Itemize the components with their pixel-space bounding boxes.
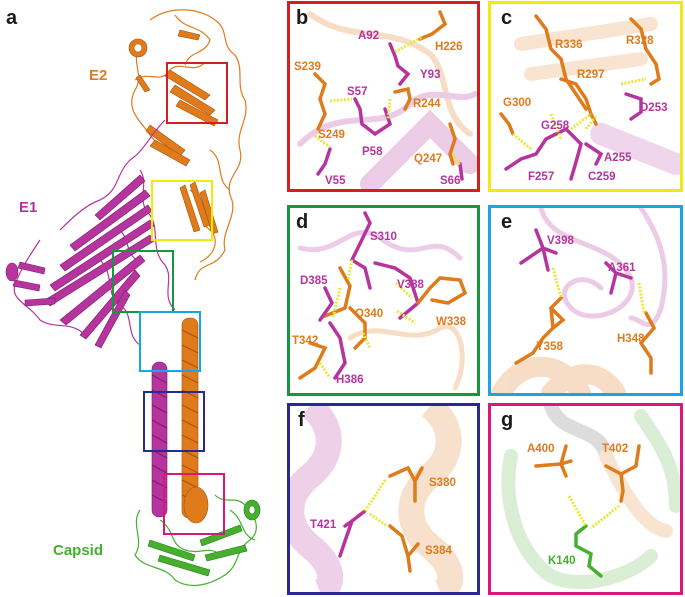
panel-d-frame: d S310 D385 V388 Q340 W338 T342 H386 bbox=[287, 205, 480, 396]
panel-f-frame: f S380 T421 S384 bbox=[287, 403, 480, 595]
residue-p58: P58 bbox=[362, 146, 383, 158]
residue-g300: G300 bbox=[503, 97, 532, 109]
residue-v55: V55 bbox=[325, 175, 346, 187]
capsid-label: Capsid bbox=[53, 542, 104, 559]
panel-f-residues bbox=[290, 406, 464, 592]
residue-y358: Y358 bbox=[536, 341, 563, 353]
panel-e-letter: e bbox=[501, 211, 513, 233]
panel-d-letter: d bbox=[296, 211, 309, 233]
residue-v398: V398 bbox=[547, 235, 574, 247]
capsid-sheets bbox=[147, 499, 261, 577]
residue-s310: S310 bbox=[370, 231, 397, 243]
residue-s249: S249 bbox=[318, 129, 345, 141]
residue-s380: S380 bbox=[429, 477, 456, 489]
residue-s384: S384 bbox=[425, 545, 452, 557]
residue-t342: T342 bbox=[292, 335, 319, 347]
residue-h226: H226 bbox=[435, 41, 463, 53]
zoom-box-f-navy bbox=[143, 391, 205, 452]
e2-sheets bbox=[128, 29, 219, 235]
residue-a361: A361 bbox=[608, 262, 636, 274]
panel-c-residues bbox=[499, 14, 680, 181]
residue-d253: D253 bbox=[640, 102, 668, 114]
e1-label: E1 bbox=[19, 199, 38, 216]
zoom-box-d-green bbox=[112, 250, 174, 313]
residue-r328: R328 bbox=[626, 35, 654, 47]
zoom-box-e-cyan bbox=[139, 311, 201, 372]
zoom-box-c-yellow bbox=[151, 180, 213, 241]
residue-t402: T402 bbox=[602, 443, 629, 455]
residue-a92: A92 bbox=[358, 30, 380, 42]
panel-c-letter: c bbox=[501, 7, 513, 29]
residue-v388: V388 bbox=[397, 279, 424, 291]
residue-w338: W338 bbox=[436, 316, 467, 328]
panel-g-frame: g A400 T402 K140 bbox=[488, 403, 683, 595]
residue-f257: F257 bbox=[528, 171, 555, 183]
residue-a400: A400 bbox=[527, 443, 555, 455]
residue-t421: T421 bbox=[310, 519, 337, 531]
panel-d-residues bbox=[297, 211, 468, 391]
panel-g-residues bbox=[501, 406, 680, 590]
panel-e-residues bbox=[491, 208, 668, 393]
panel-b-letter: b bbox=[296, 7, 309, 29]
residue-r297: R297 bbox=[577, 69, 605, 81]
residue-s57: S57 bbox=[347, 86, 368, 98]
panel-b-frame: b A92 H226 Y93 S239 S57 R244 S249 P58 Q2… bbox=[287, 1, 480, 192]
residue-q340: Q340 bbox=[355, 308, 384, 320]
residue-k140: K140 bbox=[548, 555, 576, 567]
residue-y93: Y93 bbox=[420, 69, 441, 81]
residue-r336: R336 bbox=[555, 39, 583, 51]
panel-g-letter: g bbox=[501, 409, 514, 431]
residue-d385: D385 bbox=[300, 275, 328, 287]
residue-q247: Q247 bbox=[414, 153, 443, 165]
e1-sheets bbox=[5, 174, 155, 349]
zoom-box-b-red bbox=[166, 62, 228, 124]
residue-a255: A255 bbox=[604, 152, 632, 164]
protein-structure-cartoon bbox=[5, 9, 261, 587]
residue-h348: H348 bbox=[617, 333, 645, 345]
e2-helix-end bbox=[183, 486, 209, 524]
e2-helix-coils bbox=[181, 329, 199, 504]
residue-s66: S66 bbox=[440, 175, 461, 187]
panel-a-overview: a bbox=[0, 0, 280, 597]
panel-f-letter: f bbox=[298, 409, 305, 431]
panel-c-frame: c R336 R328 R297 G300 D253 G258 A255 F25… bbox=[488, 1, 683, 192]
residue-s239: S239 bbox=[294, 61, 321, 73]
residue-r244: R244 bbox=[413, 98, 441, 110]
e2-label: E2 bbox=[89, 67, 108, 84]
e1-helix-coils bbox=[151, 374, 168, 504]
panel-b-residues bbox=[297, 10, 477, 189]
panel-a-letter: a bbox=[6, 7, 18, 29]
residue-c259: C259 bbox=[588, 171, 616, 183]
residue-g258: G258 bbox=[541, 120, 570, 132]
residue-h386: H386 bbox=[336, 374, 364, 386]
zoom-box-g-magenta bbox=[163, 473, 225, 535]
panel-e-frame: e V398 A361 H348 Y358 bbox=[488, 205, 683, 396]
